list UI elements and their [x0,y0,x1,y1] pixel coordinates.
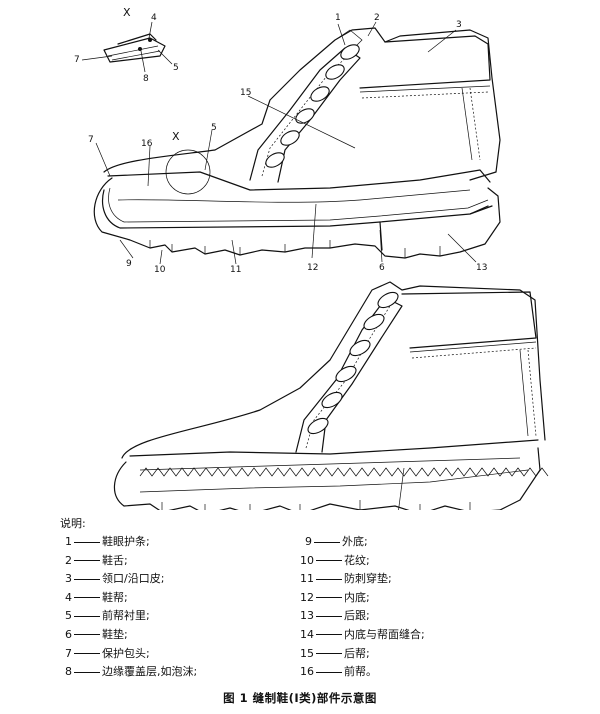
legend-item-number: 8 [65,665,72,679]
callout-11: 11 [230,265,241,275]
detail-x-inset [81,21,173,73]
legend-item: 4 鞋帮; [60,589,197,608]
legend-item: 13 后跟; [300,607,425,626]
legend-item-text: 领口/沿口皮; [102,572,165,586]
callout-8: 8 [143,74,149,84]
legend-dash [74,634,100,636]
legend-dash [316,615,342,617]
legend-item: 2 鞋舌; [60,552,197,571]
legend-item-text: 外底; [342,535,368,548]
callout-12: 12 [307,263,318,273]
upper-boot [93,21,501,265]
legend-dash [74,541,100,543]
legend-dash [316,634,342,636]
callout-6: 6 [379,263,385,273]
legend-item-number: 15 [300,646,314,660]
legend-dash [74,653,100,655]
legend-item-text: 防刺穿垫; [344,572,392,586]
legend-item: 8 边缘覆盖层,如泡沫; [60,663,197,682]
callout-2: 2 [374,13,380,23]
legend-dash [74,578,100,580]
legend-item: 6 鞋垫; [60,626,197,645]
legend-item-text: 鞋垫; [102,627,128,641]
lower-boot [113,281,549,510]
legend-item-number: 4 [65,590,72,604]
legend-dash [74,671,100,673]
callout-3: 3 [456,20,462,30]
legend-item: 1 鞋眼护条; [60,533,197,552]
legend-dash [316,560,342,562]
legend-item-number: 16 [300,665,314,679]
callout-1: 1 [335,13,341,23]
legend-item-number: 7 [65,646,72,660]
legend-item-text: 花纹; [344,553,370,567]
legend-item-number: 1 [65,535,72,548]
callout-5-inset: 5 [173,63,179,73]
legend-dash [74,597,100,599]
legend-title: 说明: [60,517,86,530]
legend-item-number: 13 [300,609,314,623]
callout-7-inset: 7 [74,55,80,65]
callout-10: 10 [154,265,166,275]
legend-item: 15 后帮; [300,645,425,664]
legend-item-number: 6 [65,627,72,641]
label-x-main: X [172,130,180,143]
legend-item-number: 5 [65,609,72,623]
boot-diagram: X 4 7 5 8 [74,6,549,510]
legend-item-number: 14 [300,627,314,641]
legend-item: 5 前帮衬里; [60,607,197,626]
legend-item: 12 内底; [300,589,425,608]
legend-item-text: 内底; [344,590,370,604]
legend-item: 11 防刺穿垫; [300,570,425,589]
callout-9: 9 [126,259,132,269]
legend-item-text: 前帮。 [344,665,377,679]
legend-dash [74,615,100,617]
legend-item-text: 保护包头; [102,646,150,660]
legend-item-number: 11 [300,572,314,586]
callout-15: 15 [240,88,251,98]
legend-item: 7 保护包头; [60,645,197,664]
legend-item-text: 边缘覆盖层,如泡沫; [102,665,198,679]
legend-item: 16 前帮。 [300,663,425,682]
legend-item-text: 后跟; [344,609,370,623]
legend-dash [316,671,342,673]
legend-item-text: 后帮; [344,646,370,660]
legend-item-text: 鞋舌; [102,553,128,567]
legend-item-number: 3 [65,572,72,586]
legend-item-text: 鞋帮; [102,590,128,604]
legend-item: 14 内底与帮面缝合; [300,626,425,645]
label-x-top: X [123,6,131,19]
legend-left-column: 1 鞋眼护条; 2 鞋舌; 3 领口/沿口皮; 4 鞋帮; 5 前帮衬里; 6 鞋垫; 7 保护包头; 8 边… [60,533,197,682]
legend-dash [74,560,100,562]
callout-5-main: 5 [211,123,217,133]
legend-right-column: 9 外底; 10 花纹; 11 防刺穿垫; 12 内底; 13 后跟; 14 内底与帮面缝合; 15 后帮… [300,533,425,682]
legend-dash [316,597,342,599]
legend-item-text: 内底与帮面缝合; [344,627,425,641]
legend-dash [314,541,340,543]
legend-item: 10 花纹; [300,552,425,571]
callout-16: 16 [141,139,153,149]
callout-7-main: 7 [88,135,94,145]
legend-item-number: 12 [300,590,314,604]
legend-item-number: 2 [65,553,72,567]
legend-item: 3 领口/沿口皮; [60,570,197,589]
callout-13: 13 [476,263,487,273]
legend-dash [316,578,342,580]
callout-4: 4 [151,13,157,23]
legend-item-number: 9 [305,535,312,548]
legend-item-number: 10 [300,553,314,567]
legend-item-text: 鞋眼护条; [102,535,150,548]
figure-caption: 图 1 缝制鞋(Ⅰ类)部件示意图 [223,691,377,705]
legend-item: 9 外底; [300,533,425,552]
legend-item-text: 前帮衬里; [102,609,150,623]
legend-dash [316,653,342,655]
